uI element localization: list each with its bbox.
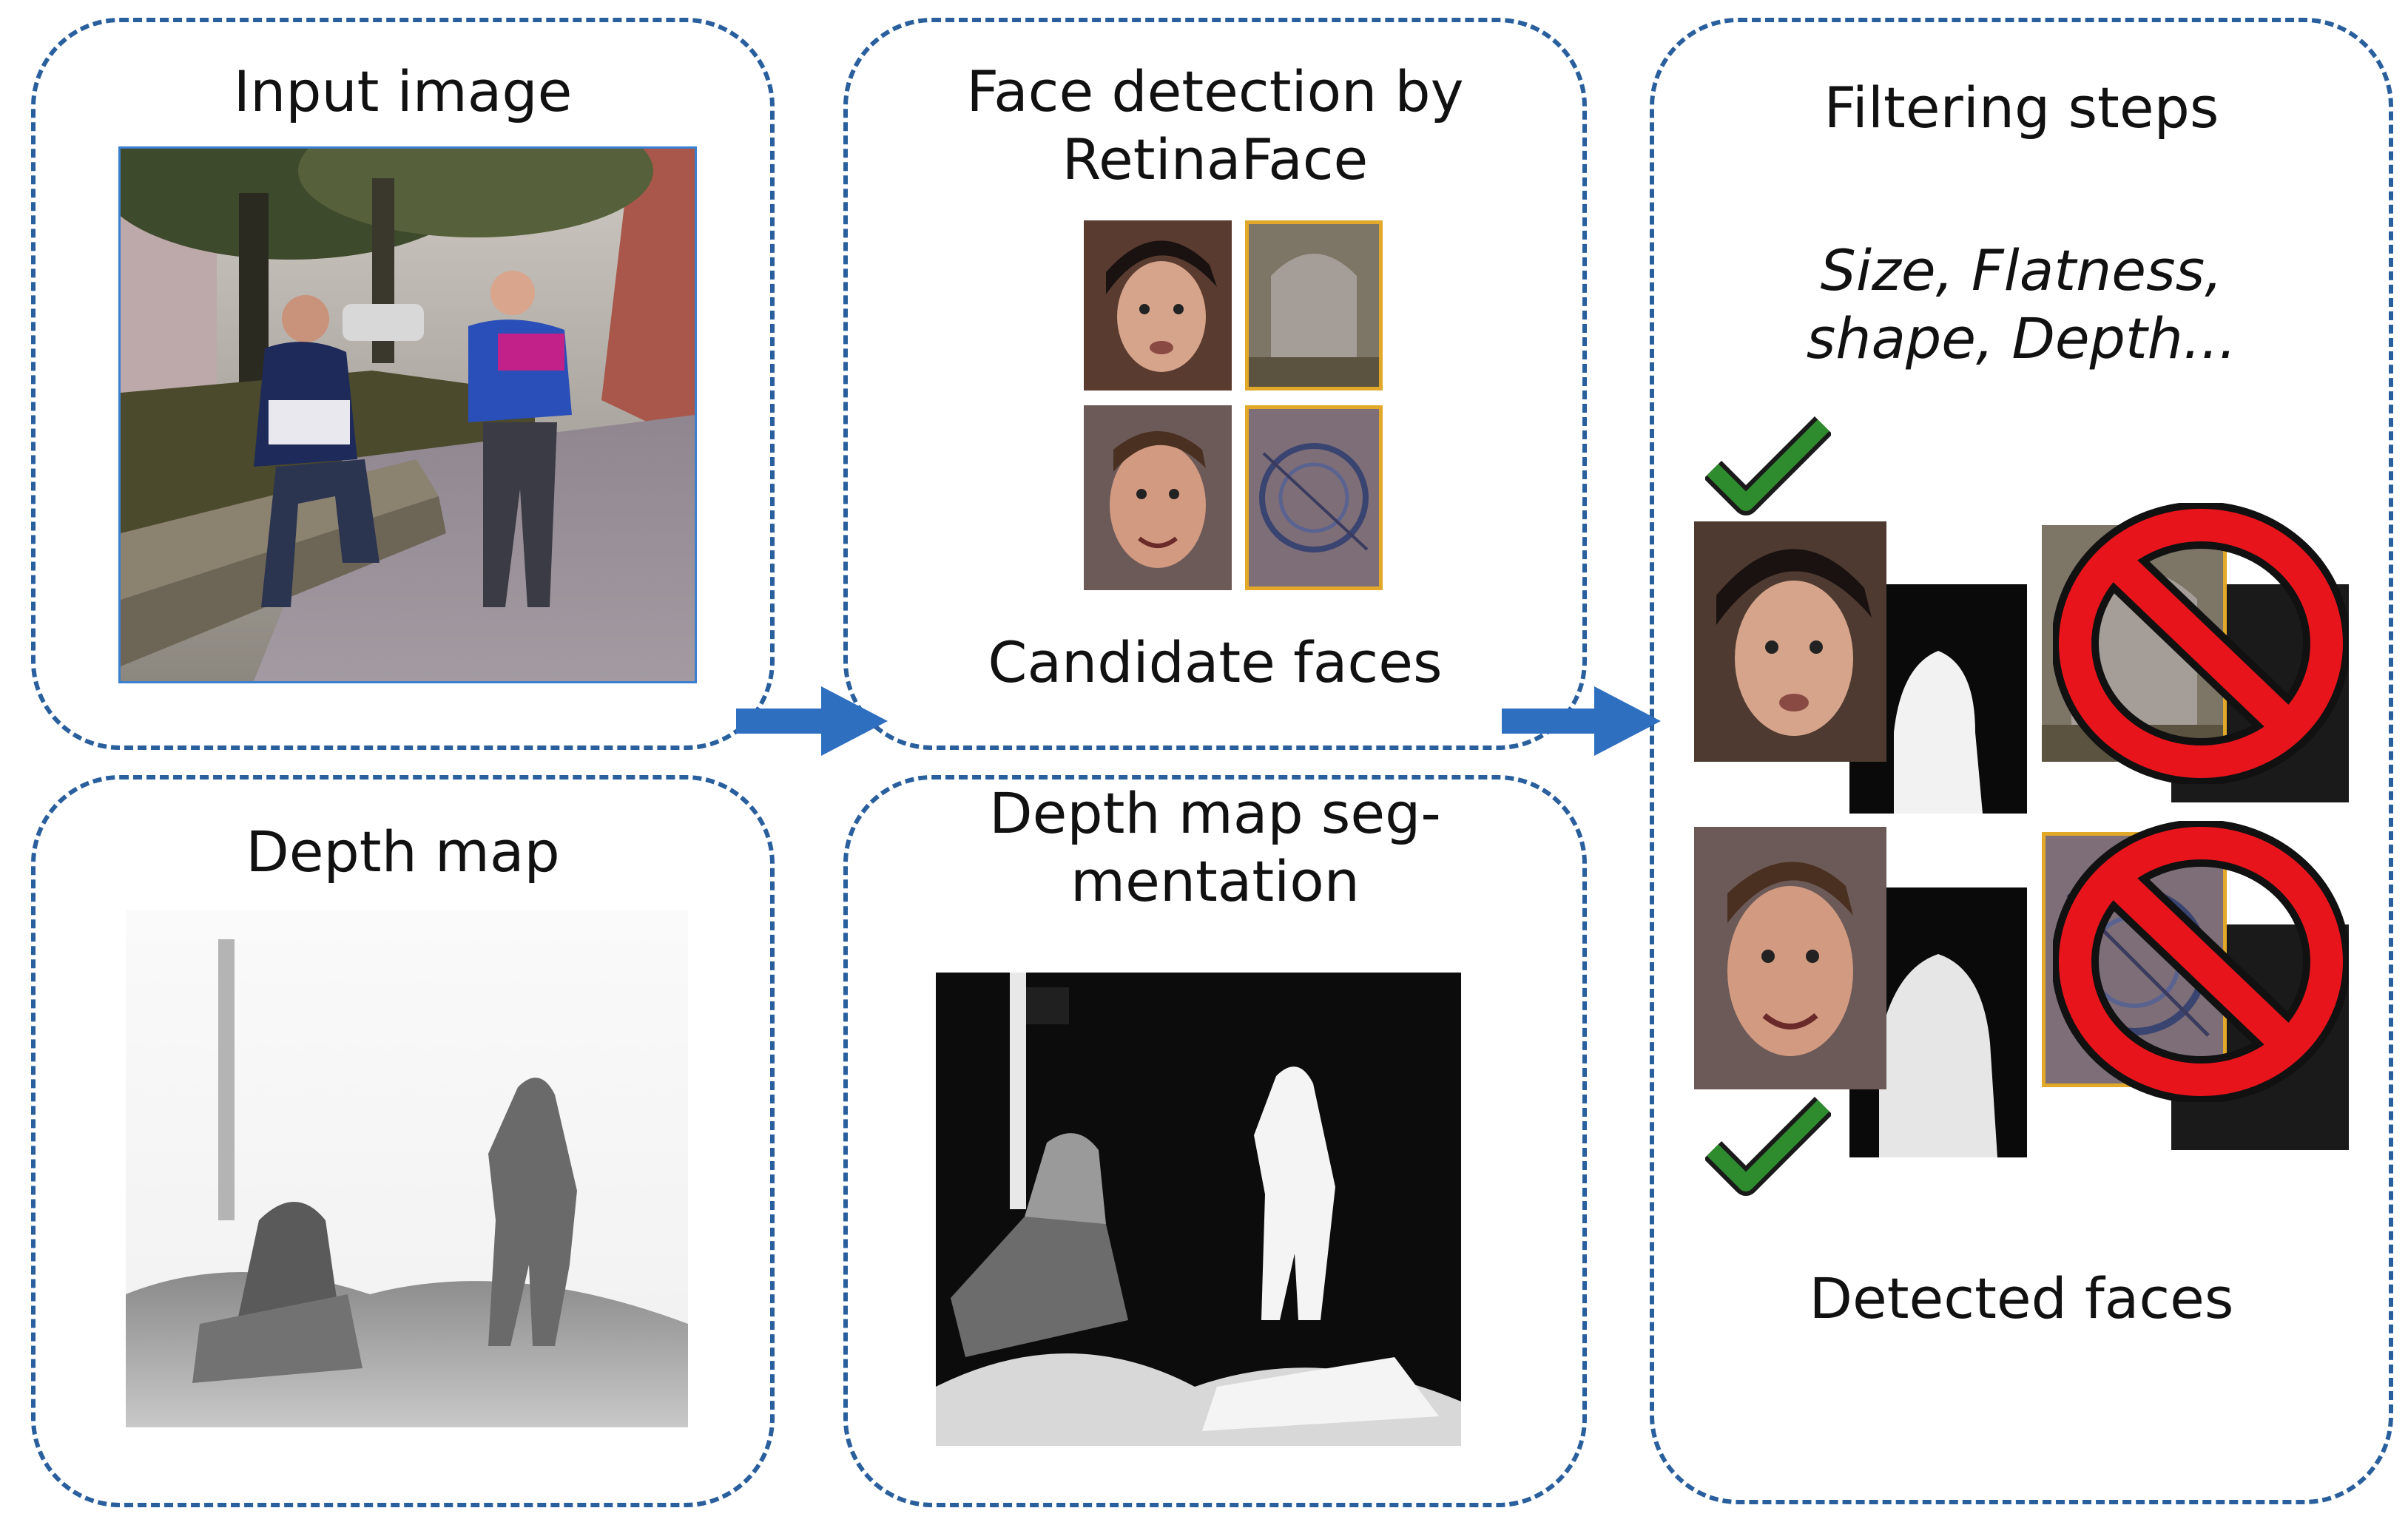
candidate-face-woman (1084, 220, 1232, 390)
filtering-title: Filtering steps (1824, 75, 2219, 141)
depth-map-image (126, 910, 688, 1427)
right-arrow-icon (1502, 686, 1661, 756)
accepted-face-man-depth (1849, 887, 2027, 1157)
segmentation-image (936, 973, 1461, 1446)
segmentation-title-line1: Depth map seg- (989, 780, 1441, 846)
check-icon (1705, 1096, 1831, 1196)
candidate-face-man (1084, 405, 1232, 590)
check-icon (1705, 416, 1831, 515)
accepted-face-man (1694, 827, 1886, 1089)
candidate-faces-caption: Candidate faces (988, 629, 1443, 695)
candidate-face-tombstone (1245, 220, 1383, 390)
detected-faces-caption: Detected faces (1809, 1265, 2234, 1331)
right-arrow-icon (736, 686, 888, 756)
prohibited-icon (2053, 821, 2349, 1102)
face-detection-title-line1: Face detection by (966, 58, 1464, 124)
filtering-criteria-line2: shape, Depth... (1806, 305, 2237, 371)
filtering-criteria-line1: Size, Flatness, (1820, 237, 2223, 303)
segmentation-title-line2: mentation (1070, 848, 1360, 914)
prohibited-icon (2053, 503, 2349, 784)
depth-map-title: Depth map (246, 819, 560, 885)
accepted-face-woman (1694, 521, 1886, 762)
candidate-face-wheel (1245, 405, 1383, 590)
input-image-title: Input image (233, 58, 573, 124)
face-detection-title-line2: RetinaFace (1062, 126, 1369, 192)
input-photo (118, 146, 697, 683)
